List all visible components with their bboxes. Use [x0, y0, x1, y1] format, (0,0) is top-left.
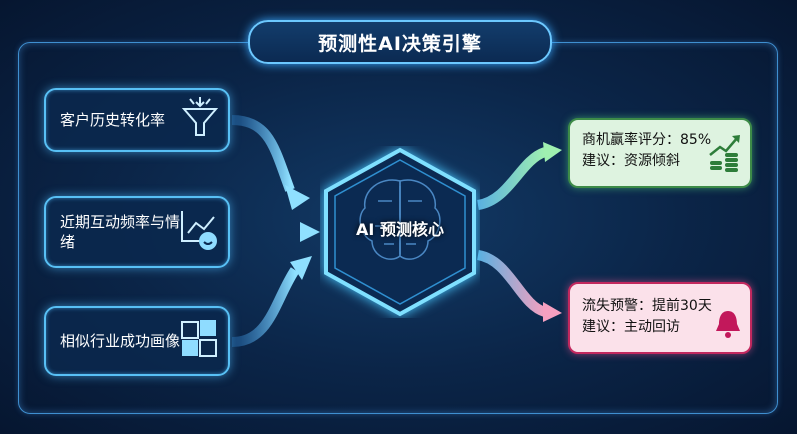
- bell-icon: [714, 309, 742, 346]
- funnel-icon: [180, 95, 220, 145]
- output-line-2: 建议：主动回访: [582, 319, 680, 335]
- brain-circuit-icon: [359, 179, 441, 260]
- output-card-churn-warning: 流失预警：提前30天 建议：主动回访: [568, 282, 752, 354]
- arrow-input-3: [231, 267, 300, 347]
- chart-smiley-icon: [178, 207, 220, 257]
- output-card-win-rate: 商机赢率评分：85% 建议：资源倾斜: [568, 118, 752, 188]
- input-card-conversion-rate: 客户历史转化率: [44, 88, 230, 152]
- puzzle-icon: [178, 318, 220, 364]
- input-label: 相似行业成功画像: [60, 332, 181, 350]
- output-line-2: 建议：资源倾斜: [582, 153, 680, 169]
- output-line-1: 流失预警：提前30天: [582, 298, 712, 314]
- arrow-input-1: [231, 115, 295, 192]
- growth-coins-icon: [708, 133, 742, 180]
- ai-core-hexagon: [324, 147, 476, 317]
- ai-core-label: AI 预测核心: [356, 220, 444, 239]
- arrow-output-2: [476, 250, 547, 317]
- input-card-industry-profile: 相似行业成功画像: [44, 306, 230, 376]
- arrow-output-1: [476, 147, 548, 210]
- input-label: 近期互动频率与情绪: [60, 213, 181, 251]
- output-line-1: 商机赢率评分：85%: [582, 132, 712, 148]
- page-title: 预测性AI决策引擎: [248, 20, 552, 64]
- input-card-interaction-sentiment: 近期互动频率与情绪: [44, 196, 230, 268]
- input-label: 客户历史转化率: [60, 111, 166, 129]
